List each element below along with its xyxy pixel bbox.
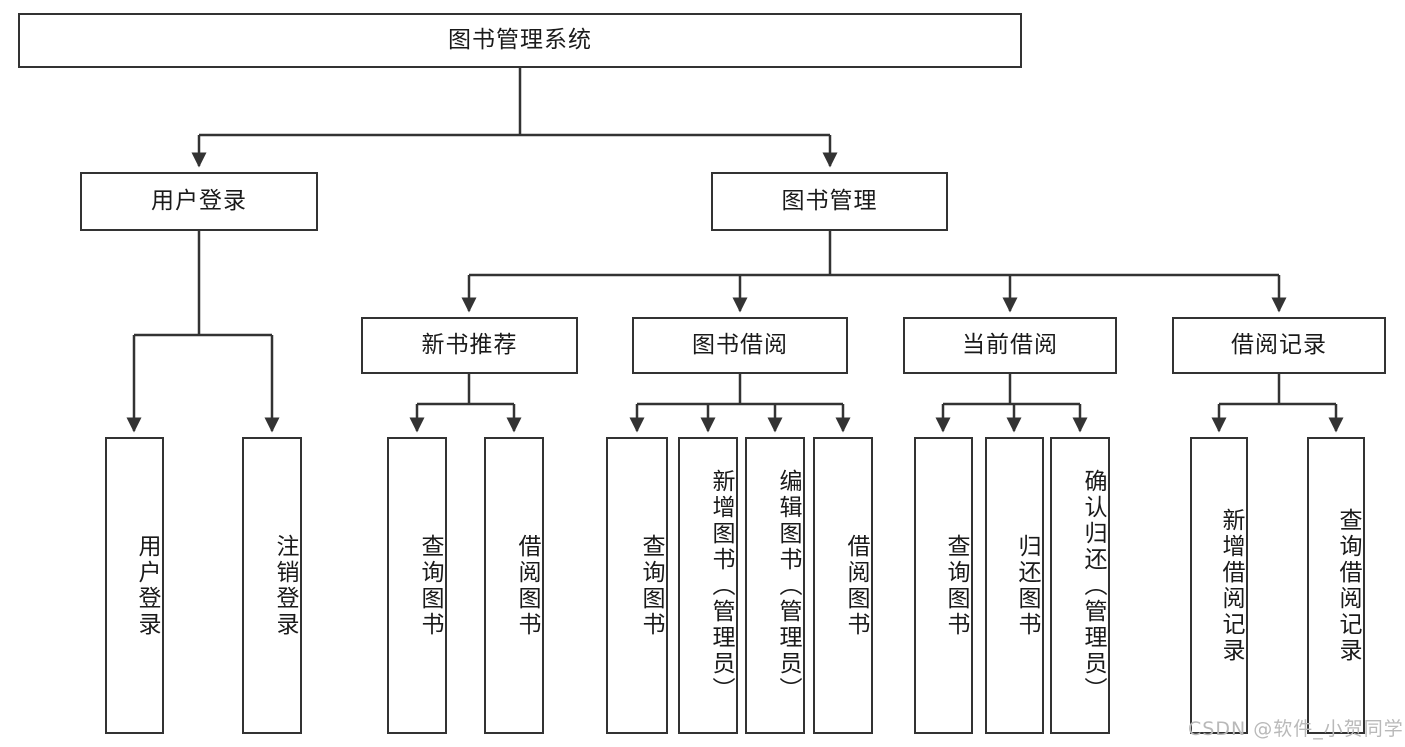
node-root-label: 图书管理系统 xyxy=(448,26,592,53)
node-leaf-add-book[interactable]: 新增图书（管理员） xyxy=(678,437,738,734)
node-leaf-confirm-return[interactable]: 确认归还（管理员） xyxy=(1050,437,1110,734)
node-leaf-query-book-cb-label: 查询图书 xyxy=(943,533,969,638)
node-leaf-query-record-label: 查询借阅记录 xyxy=(1335,507,1361,664)
node-leaf-borrow-book-rec-label: 借阅图书 xyxy=(514,533,540,638)
csdn-watermark: CSDN @软件_小贺同学 xyxy=(1188,718,1404,740)
node-leaf-confirm-return-label: 确认归还（管理员） xyxy=(1080,468,1106,703)
node-leaf-user-logout-label: 注销登录 xyxy=(272,533,298,638)
node-leaf-edit-book[interactable]: 编辑图书（管理员） xyxy=(745,437,805,734)
node-root[interactable]: 图书管理系统 xyxy=(18,13,1022,68)
node-leaf-borrow-book-br[interactable]: 借阅图书 xyxy=(813,437,873,734)
node-book-borrow-label: 图书借阅 xyxy=(692,331,788,358)
node-new-book-recommend[interactable]: 新书推荐 xyxy=(361,317,578,374)
node-leaf-query-book-cb[interactable]: 查询图书 xyxy=(914,437,973,734)
node-leaf-return-book[interactable]: 归还图书 xyxy=(985,437,1044,734)
node-leaf-borrow-book-br-label: 借阅图书 xyxy=(843,533,869,638)
node-book-borrow[interactable]: 图书借阅 xyxy=(632,317,848,374)
node-leaf-query-book-rec[interactable]: 查询图书 xyxy=(387,437,447,734)
node-leaf-query-record[interactable]: 查询借阅记录 xyxy=(1307,437,1365,734)
node-book-manage[interactable]: 图书管理 xyxy=(711,172,948,231)
node-leaf-return-book-label: 归还图书 xyxy=(1014,533,1040,638)
node-borrow-record[interactable]: 借阅记录 xyxy=(1172,317,1386,374)
node-leaf-borrow-book-rec[interactable]: 借阅图书 xyxy=(484,437,544,734)
node-leaf-add-record-label: 新增借阅记录 xyxy=(1218,507,1244,664)
node-current-borrow-label: 当前借阅 xyxy=(962,331,1058,358)
node-book-manage-label: 图书管理 xyxy=(781,187,878,214)
node-current-borrow[interactable]: 当前借阅 xyxy=(903,317,1117,374)
node-leaf-user-login-label: 用户登录 xyxy=(134,533,160,638)
node-leaf-user-logout[interactable]: 注销登录 xyxy=(242,437,302,734)
node-user-login-label: 用户登录 xyxy=(151,187,247,214)
node-leaf-user-login[interactable]: 用户登录 xyxy=(105,437,164,734)
node-user-login[interactable]: 用户登录 xyxy=(80,172,318,231)
node-leaf-query-book-br-label: 查询图书 xyxy=(638,533,664,638)
node-borrow-record-label: 借阅记录 xyxy=(1231,331,1327,358)
node-leaf-add-record[interactable]: 新增借阅记录 xyxy=(1190,437,1248,734)
node-leaf-add-book-label: 新增图书（管理员） xyxy=(708,468,734,703)
node-leaf-query-book-br[interactable]: 查询图书 xyxy=(606,437,668,734)
node-new-book-recommend-label: 新书推荐 xyxy=(421,331,518,358)
node-leaf-edit-book-label: 编辑图书（管理员） xyxy=(775,468,801,703)
node-leaf-query-book-rec-label: 查询图书 xyxy=(417,533,443,638)
